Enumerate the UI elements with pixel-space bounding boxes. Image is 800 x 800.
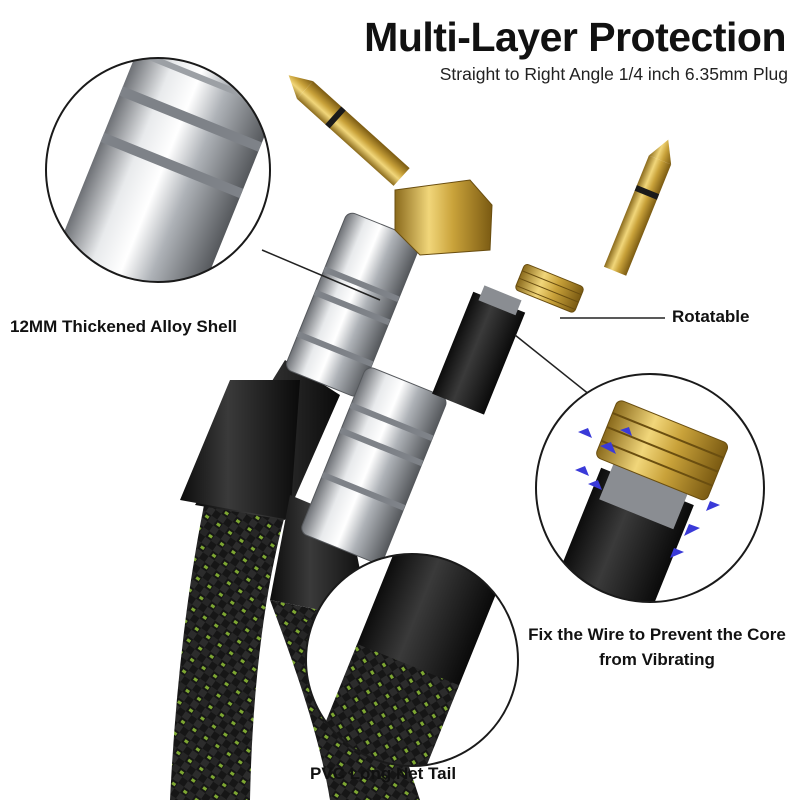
page-title: Multi-Layer Protection bbox=[364, 14, 786, 60]
page-subtitle: Straight to Right Angle 1/4 inch 6.35mm … bbox=[439, 64, 788, 84]
pressure-arrows bbox=[575, 427, 720, 558]
right-angle-plug bbox=[170, 75, 493, 800]
callout-fix-wire: Fix the Wire to Prevent the Core from Vi… bbox=[528, 625, 786, 669]
zoom-alloy-shell bbox=[45, 57, 271, 283]
callout-net-tail: PVC Long Net Tail bbox=[310, 764, 457, 783]
callout-alloy-shell: 12MM Thickened Alloy Shell bbox=[10, 317, 238, 336]
callout-rotatable: Rotatable bbox=[672, 307, 750, 326]
zoom-fix-wire bbox=[535, 373, 765, 603]
